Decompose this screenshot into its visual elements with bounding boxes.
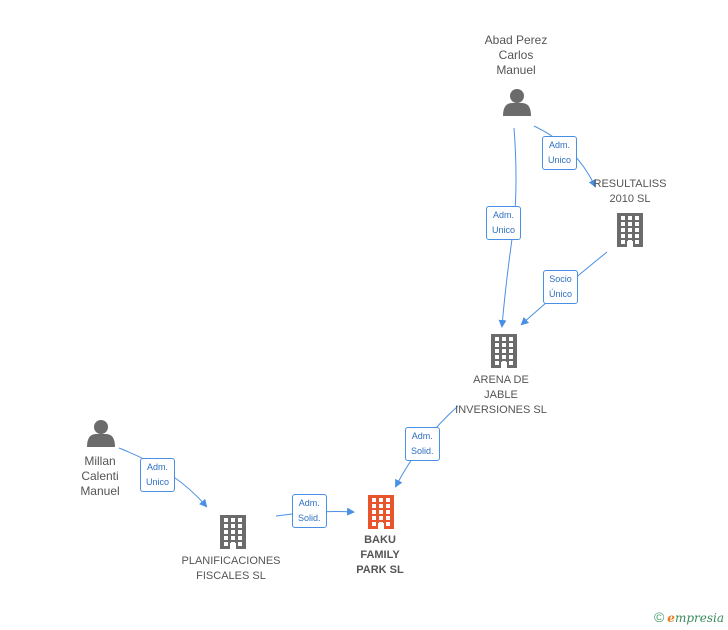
edge-label-planificaciones-baku: Adm. Solid. [292,494,327,528]
edge-label-abad-resultaliss: Adm. Unico [542,136,578,170]
building-icon-planificaciones[interactable] [220,515,246,549]
node-label-millan[interactable]: Millan Calenti Manuel [80,454,120,498]
brand-logo-text: mpresia [674,611,724,625]
empresia-brand[interactable]: ©empresia [654,609,724,625]
node-label-planificaciones[interactable]: PLANIFICACIONES FISCALES SL [181,555,281,582]
edge-label-arena-baku: Adm. Solid. [405,427,440,461]
copyright-icon: © [653,609,665,625]
node-label-resultaliss[interactable]: RESULTALISS 2010 SL [593,178,667,205]
edge-label-resultaliss-arena: Socio Único [543,270,579,304]
building-icon-resultaliss[interactable] [617,213,643,247]
node-label-baku[interactable]: BAKU FAMILY PARK SL [356,534,404,576]
node-label-arena[interactable]: ARENA DE JABLE INVERSIONES SL [455,374,547,416]
brand-logo-e: e [667,611,675,625]
node-label-abad[interactable]: Abad Perez Carlos Manuel [484,33,548,77]
building-icon-arena[interactable] [491,334,517,368]
edge-label-abad-arena: Adm. Unico [486,206,522,240]
person-icon-abad[interactable] [503,89,531,116]
edge-label-millan-planificaciones: Adm. Unico [140,458,176,492]
building-icon-baku[interactable] [368,495,394,529]
person-icon-millan[interactable] [87,420,115,447]
